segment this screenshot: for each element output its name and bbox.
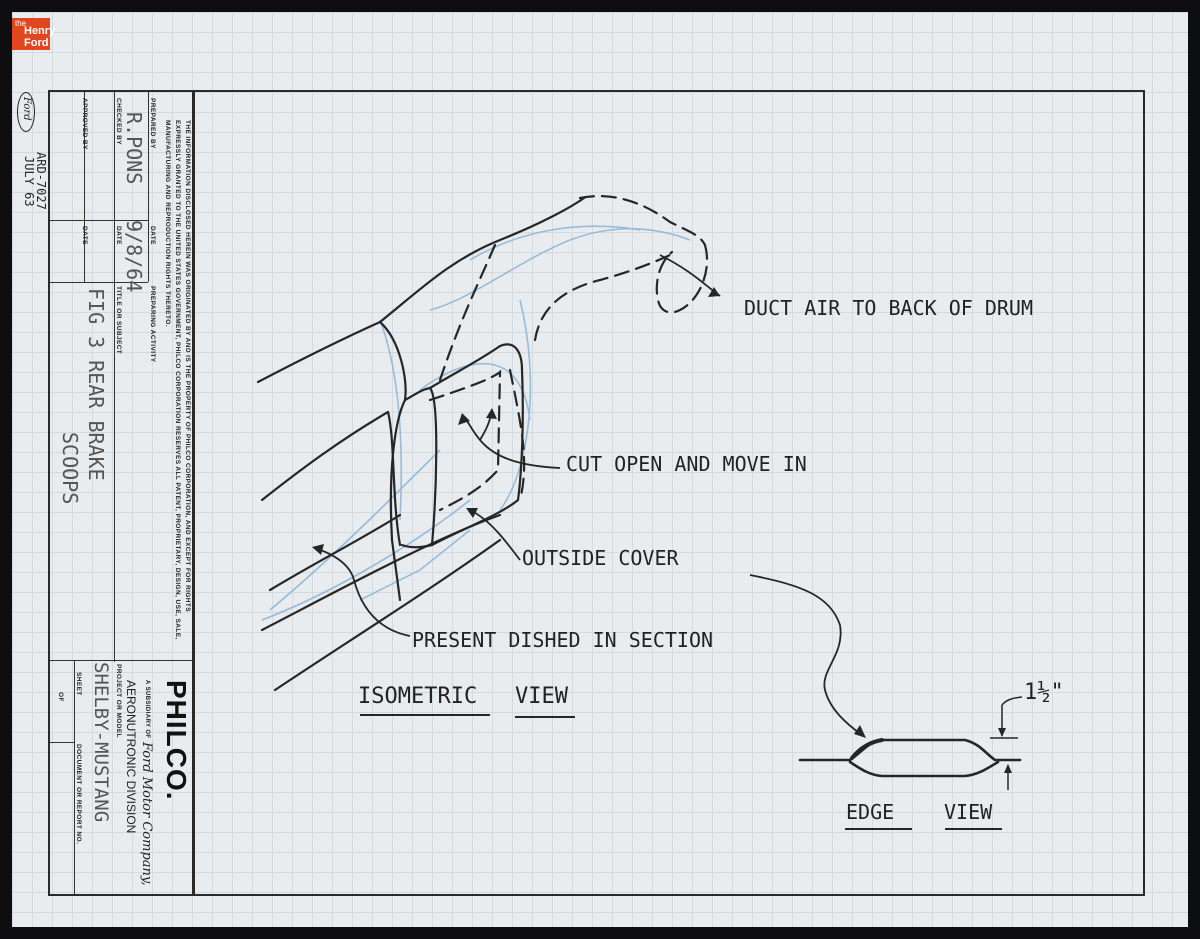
view-title-underlines	[360, 714, 1002, 830]
duct-note: DUCT AIR TO BACK OF DRUM	[744, 296, 1033, 320]
museum-logo-henry: Henry	[24, 25, 56, 37]
arrow-heads	[312, 287, 866, 738]
drawing-area	[193, 90, 1145, 896]
edge-view-sketch	[798, 738, 1022, 778]
dimension-lines	[990, 696, 1023, 790]
drawing-id-strip: Ford ARD-7027 JULY 63	[14, 92, 48, 282]
edge-view-word-1: EDGE	[846, 800, 895, 824]
outside-cover-note: OUTSIDE COVER	[522, 546, 679, 570]
dashed-duct	[428, 194, 709, 512]
museum-logo-ford: Ford	[24, 37, 49, 49]
isometric-view-word-1: ISOMETRIC	[358, 684, 478, 709]
isometric-view-word-2: VIEW	[515, 684, 568, 709]
ford-oval-logo: Ford	[17, 92, 35, 132]
dimension-arrows	[998, 728, 1012, 773]
leader-lines	[314, 254, 863, 736]
museum-logo: the Henry Ford	[12, 18, 55, 50]
blue-construction-lines	[261, 225, 691, 621]
dimension-label: 1½"	[1024, 680, 1064, 705]
edge-view-word-2: VIEW	[944, 800, 993, 824]
drawing-sheet	[12, 12, 1188, 927]
museum-logo-the: the	[15, 19, 27, 28]
present-section-note: PRESENT DISHED IN SECTION	[412, 628, 714, 652]
ink-strokes	[256, 196, 586, 692]
cut-open-note: CUT OPEN AND MOVE IN	[566, 452, 807, 476]
